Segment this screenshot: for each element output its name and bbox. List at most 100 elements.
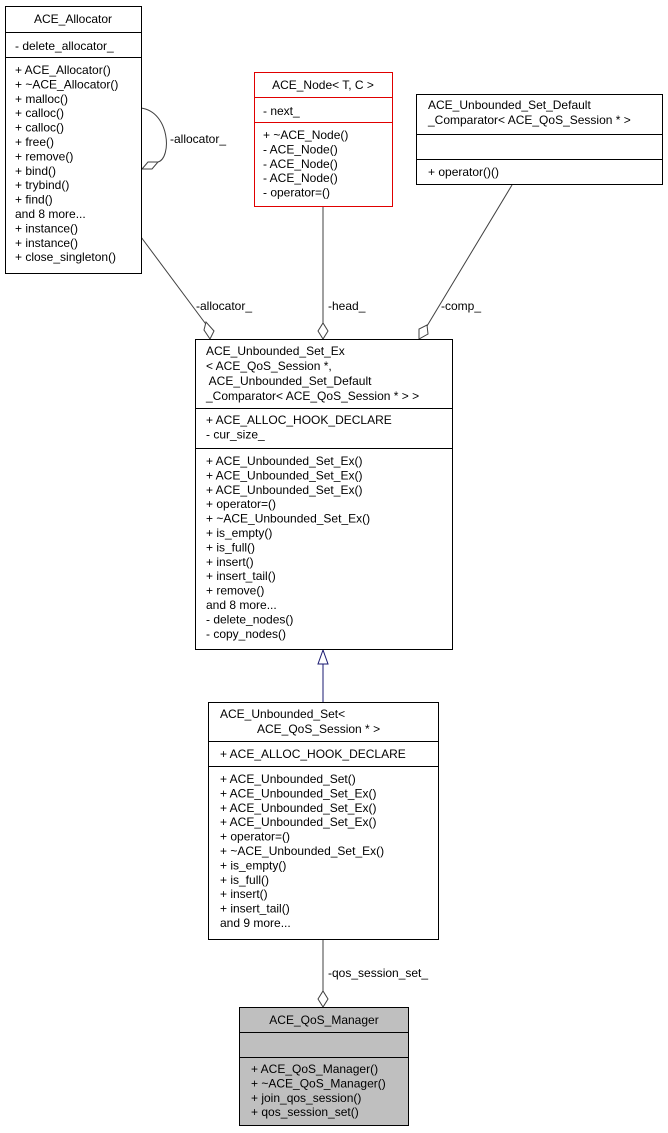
- aggregation-diamond-self: [140, 161, 160, 170]
- aggregation-diamond-head: [317, 322, 329, 340]
- class-method: + is_empty(): [220, 858, 286, 872]
- class-box: [254, 72, 393, 207]
- class-method: + is_full(): [220, 873, 269, 887]
- class-method: + qos_session_set(): [251, 1105, 359, 1119]
- edge-label-allocator: -allocator_: [196, 299, 252, 313]
- class-method: - copy_nodes(): [206, 627, 286, 641]
- method-list: + ACE_Unbounded_Set_Ex()+ ACE_Unbounded_…: [206, 454, 370, 641]
- class-method: + insert_tail(): [220, 902, 290, 916]
- class-name: ACE_Allocator: [34, 12, 112, 26]
- class-method: + ACE_Unbounded_Set_Ex(): [206, 468, 362, 482]
- class-ace-unbounded-set[interactable]: ACE_Unbounded_Set< ACE_QoS_Session * > +…: [208, 702, 439, 940]
- class-method: + remove(): [15, 149, 73, 163]
- edge-label-comp: -comp_: [441, 299, 481, 313]
- method-list: + ACE_Unbounded_Set()+ ACE_Unbounded_Set…: [220, 772, 384, 930]
- class-name-line: ACE_Unbounded_Set_Default: [428, 98, 591, 112]
- class-method: + remove(): [206, 584, 264, 598]
- edge-allocator: [140, 236, 209, 328]
- class-method: - ACE_Node(): [263, 171, 338, 185]
- class-method: + is_empty(): [206, 526, 272, 540]
- class-name-line: < ACE_QoS_Session *,: [206, 359, 332, 373]
- class-name: ACE_QoS_Manager: [269, 1013, 378, 1027]
- class-name-line: _Comparator< ACE_QoS_Session * >: [427, 113, 631, 127]
- aggregation-diamond-comp: [418, 324, 429, 340]
- class-method: + operator=(): [220, 830, 290, 844]
- class-method: + is_full(): [206, 540, 255, 554]
- inheritance-arrow: [317, 648, 329, 665]
- edge-label-qos-session-set: -qos_session_set_: [328, 966, 428, 980]
- edge-comp: [426, 184, 513, 327]
- class-method: - operator=(): [263, 186, 330, 200]
- class-method: + calloc(): [15, 121, 64, 135]
- class-method: + calloc(): [15, 106, 64, 120]
- class-method: and 8 more...: [206, 598, 277, 612]
- class-method: + ACE_Unbounded_Set_Ex(): [220, 801, 376, 815]
- attribute-list: - delete_allocator_: [15, 39, 114, 53]
- class-ace-qos-manager[interactable]: ACE_QoS_Manager + ACE_QoS_Manager()+ ~AC…: [239, 1007, 409, 1126]
- method-list: + ~ACE_Node()- ACE_Node()- ACE_Node()- A…: [263, 128, 348, 200]
- class-method: + operator()(): [428, 165, 499, 179]
- class-name-line: ACE_QoS_Session * >: [257, 722, 380, 736]
- class-ace-unbounded-set-default-comparator[interactable]: ACE_Unbounded_Set_Default _Comparator< A…: [416, 94, 663, 185]
- attribute-list: + ACE_ALLOC_HOOK_DECLARE: [220, 747, 406, 761]
- class-method: + ACE_Unbounded_Set_Ex(): [206, 454, 362, 468]
- class-method: + ACE_Unbounded_Set_Ex(): [206, 483, 362, 497]
- class-method: + ~ACE_QoS_Manager(): [251, 1076, 386, 1090]
- class-method: + instance(): [15, 236, 78, 250]
- class-name-line: ACE_Unbounded_Set_Ex: [206, 344, 345, 358]
- class-method: and 9 more...: [220, 916, 291, 930]
- class-method: + join_qos_session(): [251, 1091, 361, 1105]
- attribute-list: + ACE_ALLOC_HOOK_DECLARE- cur_size_: [206, 413, 392, 441]
- attribute-list: - next_: [263, 104, 300, 118]
- class-attribute: - cur_size_: [206, 427, 265, 441]
- class-ace-node[interactable]: ACE_Node< T, C > - next_ + ~ACE_Node()- …: [254, 72, 393, 207]
- class-method: + ACE_QoS_Manager(): [251, 1062, 378, 1076]
- class-name-line: ACE_Unbounded_Set<: [220, 707, 345, 721]
- class-method: + ACE_Unbounded_Set_Ex(): [220, 786, 376, 800]
- class-box: [5, 6, 142, 274]
- class-attribute: - next_: [263, 104, 300, 118]
- edge-label-head: -head_: [328, 299, 366, 313]
- class-method: and 8 more...: [15, 207, 86, 221]
- class-method: + insert(): [220, 887, 268, 901]
- class-method: + free(): [15, 135, 54, 149]
- aggregation-diamond-qos: [317, 990, 329, 1008]
- class-method: + ACE_Unbounded_Set(): [220, 772, 356, 786]
- method-list: + ACE_Allocator()+ ~ACE_Allocator()+ mal…: [15, 63, 118, 264]
- class-attribute: + ACE_ALLOC_HOOK_DECLARE: [206, 413, 392, 427]
- class-name: ACE_Node< T, C >: [272, 78, 374, 92]
- class-ace-allocator[interactable]: ACE_Allocator - delete_allocator_ + ACE_…: [5, 6, 142, 274]
- class-method: + malloc(): [15, 92, 68, 106]
- edge-self-allocator: [140, 107, 167, 163]
- class-name-line: _Comparator< ACE_QoS_Session * > >: [205, 389, 419, 403]
- class-method: + find(): [15, 193, 53, 207]
- class-box: [195, 339, 453, 650]
- class-method: + ~ACE_Allocator(): [15, 77, 118, 91]
- edge-label-self-allocator: -allocator_: [170, 132, 226, 146]
- class-method: + insert_tail(): [206, 569, 276, 583]
- class-method: - ACE_Node(): [263, 142, 338, 156]
- class-method: + insert(): [206, 555, 254, 569]
- class-method: + bind(): [15, 164, 56, 178]
- class-method: + ACE_Allocator(): [15, 63, 111, 77]
- class-method: + ~ACE_Unbounded_Set_Ex(): [206, 512, 370, 526]
- class-name-line: ACE_Unbounded_Set_Default: [206, 374, 372, 388]
- class-attribute: + ACE_ALLOC_HOOK_DECLARE: [220, 747, 406, 761]
- class-method: + operator=(): [206, 497, 276, 511]
- class-method: + close_singleton(): [15, 250, 116, 264]
- class-method: + instance(): [15, 221, 78, 235]
- class-attribute: - delete_allocator_: [15, 39, 114, 53]
- method-list: + ACE_QoS_Manager()+ ~ACE_QoS_Manager()+…: [251, 1062, 386, 1119]
- aggregation-diamond-allocator: [203, 320, 215, 340]
- class-box: [239, 1007, 409, 1126]
- class-ace-unbounded-set-ex[interactable]: ACE_Unbounded_Set_Ex < ACE_QoS_Session *…: [195, 339, 453, 650]
- class-method: + ACE_Unbounded_Set_Ex(): [220, 815, 376, 829]
- class-method: - ACE_Node(): [263, 157, 338, 171]
- method-list: + operator()(): [428, 165, 499, 179]
- class-method: + trybind(): [15, 178, 69, 192]
- class-box: [416, 94, 663, 185]
- class-method: + ~ACE_Unbounded_Set_Ex(): [220, 844, 384, 858]
- class-method: + ~ACE_Node(): [263, 128, 348, 142]
- class-method: - delete_nodes(): [206, 612, 293, 626]
